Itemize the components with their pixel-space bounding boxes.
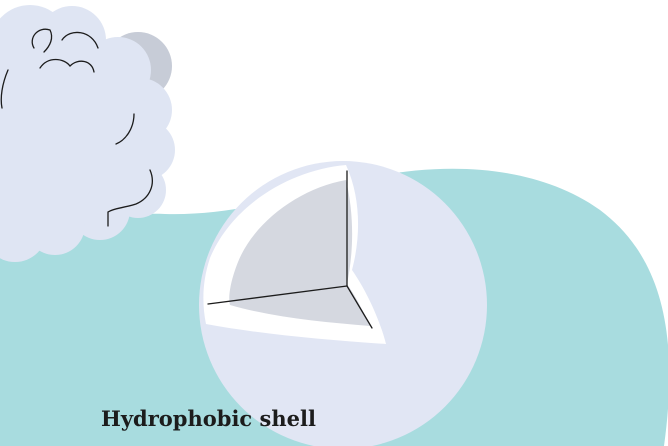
sphere-cutaway-icon (199, 161, 487, 446)
shell-label: Hydrophobic shell (101, 408, 316, 429)
